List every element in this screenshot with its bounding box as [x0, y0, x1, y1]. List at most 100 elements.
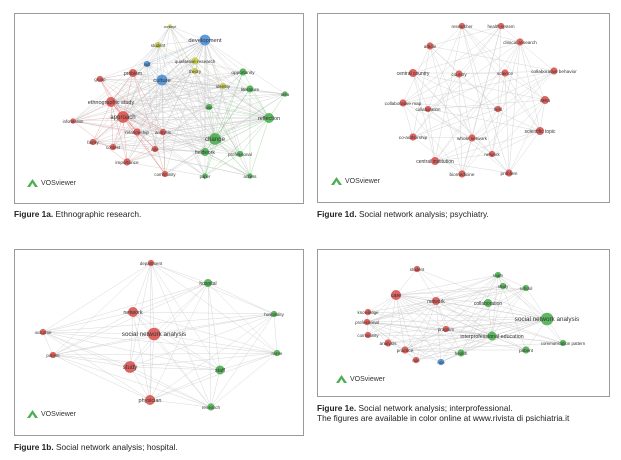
node-label: student: [410, 267, 425, 272]
network-edge: [366, 321, 389, 344]
network-edge: [122, 116, 216, 140]
network-edge: [92, 141, 114, 148]
network-edge: [110, 39, 206, 103]
network-edge: [395, 294, 437, 302]
network-edge: [412, 136, 473, 139]
node-label: area: [281, 92, 290, 97]
network-edge: [161, 79, 224, 87]
node-label: student: [151, 43, 166, 48]
network-edge: [153, 333, 221, 371]
node-school: school: [520, 284, 533, 292]
network-edge: [491, 287, 527, 337]
network-edge: [157, 44, 206, 177]
node-label: scientific topic: [524, 129, 556, 135]
network-edge: [72, 39, 206, 122]
network-edge: [110, 101, 270, 119]
node-label: theory: [189, 69, 202, 74]
network-edge: [112, 138, 216, 148]
network-edge: [366, 321, 417, 361]
network-edge: [435, 300, 462, 354]
network-edge: [122, 116, 241, 155]
network-edge: [122, 60, 196, 118]
network-edge: [440, 335, 493, 363]
node-marker: [145, 395, 155, 405]
network-edge: [42, 282, 209, 333]
node-patient: patient: [519, 346, 534, 354]
node-label: problem: [124, 71, 142, 77]
network-edge: [461, 25, 506, 74]
node-label: role: [151, 147, 159, 152]
node-marker: [550, 67, 558, 75]
node-label: school: [520, 286, 533, 291]
network-edge: [508, 130, 541, 174]
vosviewer-logo-icon: [331, 177, 342, 185]
network-edge: [112, 117, 270, 148]
node-marker: [151, 145, 159, 153]
network-edge: [194, 70, 270, 119]
network-edge: [52, 333, 155, 356]
node-label: context: [106, 145, 121, 150]
node-marker: [282, 91, 288, 97]
node-label: study: [498, 284, 509, 289]
network-edge: [129, 352, 278, 368]
network-edge: [273, 313, 278, 354]
node-marker: [516, 38, 524, 46]
network-edge: [122, 88, 251, 118]
node-problem: problem: [124, 68, 142, 78]
node-label: information: [63, 119, 84, 124]
network-edge: [402, 102, 414, 138]
network-edge: [367, 311, 493, 337]
node-label: fieldwork: [195, 150, 215, 156]
node-marker: [246, 85, 254, 93]
node-label: identity: [216, 84, 231, 89]
network-edge: [471, 70, 555, 139]
node-label: researcher: [452, 24, 474, 29]
figure-1e-text: Social network analysis; interprofession…: [358, 403, 513, 413]
node-label: study: [123, 364, 139, 371]
figure-1b-text: Social network analysis; hospital.: [55, 442, 178, 452]
figure-1b-caption: Figure 1b. Social network analysis; hosp…: [14, 442, 178, 453]
node-label: professional: [355, 320, 379, 325]
node-marker: [168, 24, 172, 28]
node-label: staff: [215, 368, 225, 374]
network-edge: [52, 311, 134, 356]
network-edge: [194, 60, 244, 73]
node-marker: [401, 346, 409, 354]
vosviewer-logo: VOSviewer: [27, 179, 76, 187]
vosviewer-logo-icon: [27, 179, 38, 187]
network-edge: [162, 93, 286, 133]
network-edge: [92, 116, 124, 143]
vosviewer-logo-text: VOSviewer: [41, 410, 77, 418]
node-article: article: [424, 42, 437, 50]
network-edge: [150, 262, 212, 408]
node-central-institution: central institution: [416, 156, 454, 166]
node-marker: [123, 158, 131, 166]
node-marker: [109, 143, 117, 151]
node-collaborative-map: collaborative map: [385, 99, 422, 107]
network-edge: [129, 366, 221, 371]
node-interprofessional-education: interprofessional education: [460, 331, 524, 341]
node-label: team: [493, 273, 503, 278]
network-edge: [435, 287, 527, 302]
node-analysis: analysis: [155, 128, 172, 136]
network-edge: [427, 108, 510, 174]
network-edge: [132, 72, 164, 133]
node-marker: [431, 296, 441, 306]
node-marker: [264, 113, 274, 123]
figure-1a-caption: Figure 1a. Ethnographic research.: [14, 209, 141, 220]
node-label: knowledge: [358, 310, 380, 315]
network-edge: [395, 287, 527, 296]
network-edge: [214, 117, 270, 140]
network-edge: [366, 321, 442, 363]
node-scientific-topic: scientific topic: [524, 126, 556, 136]
network-edge: [219, 313, 275, 371]
node-marker: [161, 170, 169, 178]
network-edge: [42, 311, 134, 333]
network-edge: [412, 72, 429, 110]
node-marker: [468, 134, 476, 142]
network-edge: [157, 44, 210, 108]
network-edge: [42, 331, 221, 371]
node-marker: [458, 22, 466, 30]
network-edge: [99, 78, 163, 81]
